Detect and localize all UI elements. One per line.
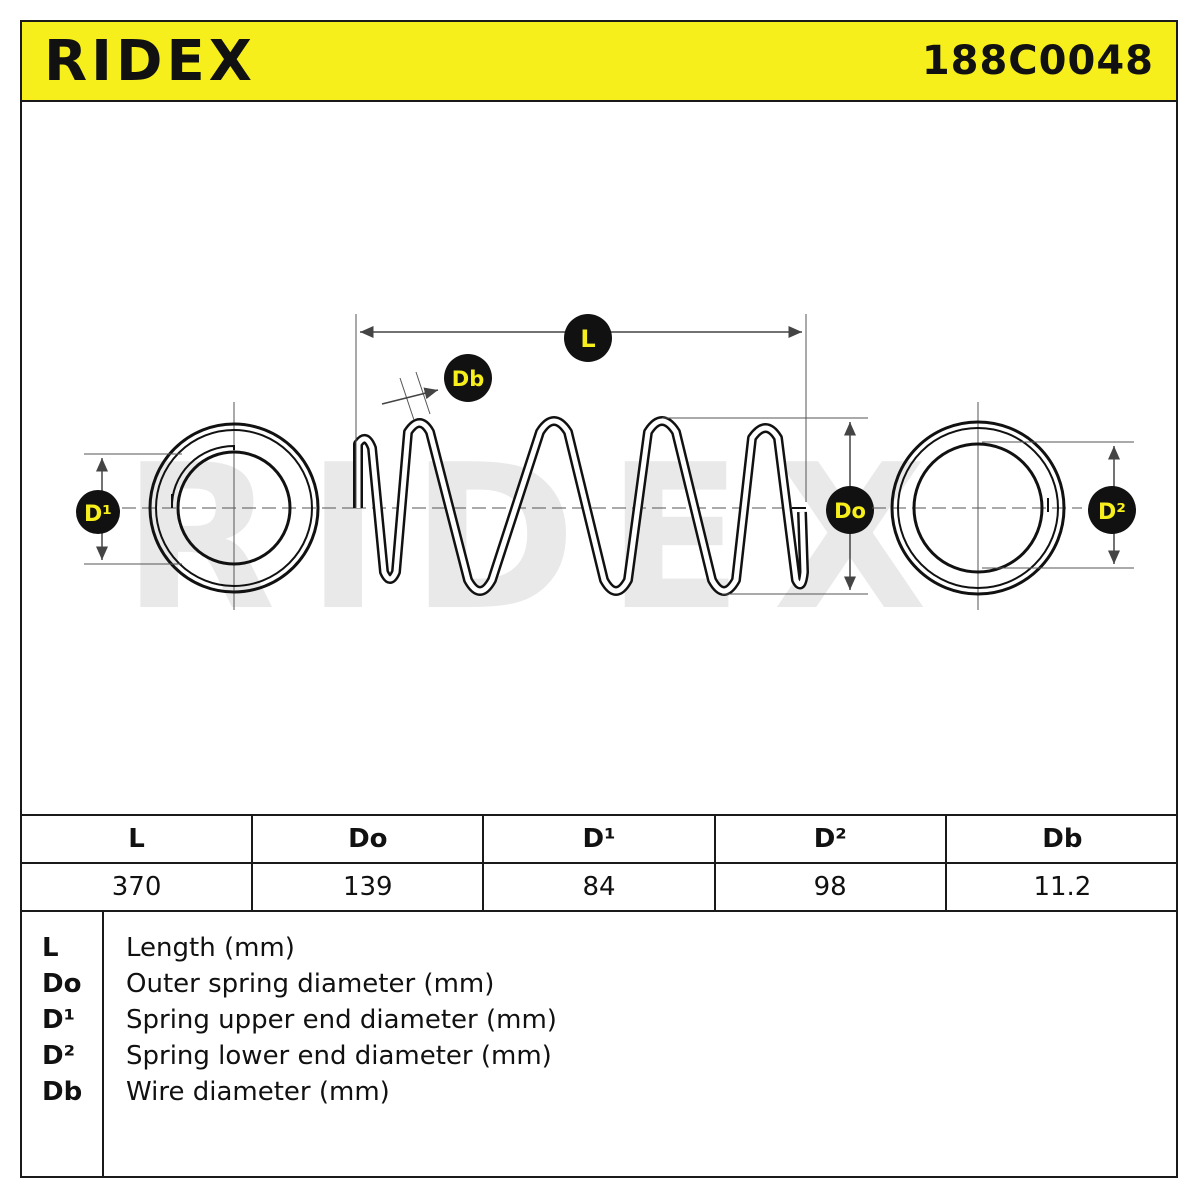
- spec-table: L Do D¹ D² Db 370 139 84 98 11.2: [22, 814, 1178, 912]
- upper-end-view: [102, 402, 362, 610]
- spec-value-length: 370: [22, 864, 254, 910]
- brand-logo: RIDEX: [44, 29, 256, 94]
- legend-row: D¹ Spring upper end diameter (mm): [22, 1002, 1178, 1038]
- length-badge: L: [564, 314, 612, 362]
- legend-symbol: Do: [42, 969, 82, 999]
- lower-end-view: [872, 402, 1082, 610]
- legend-row: Db Wire diameter (mm): [22, 1074, 1178, 1110]
- upper-diameter-badge: D¹: [76, 490, 120, 534]
- legend-divider: [102, 912, 104, 1178]
- legend-text: Length (mm): [126, 933, 295, 963]
- svg-text:Do: Do: [834, 499, 866, 523]
- spec-header-wire: Db: [946, 816, 1178, 864]
- spec-value-lower: 98: [716, 864, 947, 910]
- svg-text:D²: D²: [1098, 500, 1126, 525]
- svg-text:Db: Db: [452, 367, 484, 391]
- part-number: 188C0048: [921, 38, 1154, 84]
- legend-text: Wire diameter (mm): [126, 1077, 390, 1107]
- legend-row: Do Outer spring diameter (mm): [22, 966, 1178, 1002]
- legend: L Length (mm) Do Outer spring diameter (…: [22, 912, 1178, 1178]
- spec-value-outer: 139: [253, 864, 485, 910]
- spec-header-lower: D²: [715, 816, 947, 864]
- wire-diameter-badge: Db: [444, 354, 492, 402]
- legend-text: Outer spring diameter (mm): [126, 969, 495, 999]
- spec-value-upper: 84: [484, 864, 716, 910]
- header-bar: RIDEX 188C0048: [22, 22, 1176, 102]
- svg-text:D¹: D¹: [84, 502, 112, 527]
- spring-drawing: RIDEX D¹: [76, 314, 1136, 655]
- legend-text: Spring lower end diameter (mm): [126, 1041, 552, 1071]
- spec-header-upper: D¹: [484, 816, 716, 864]
- legend-symbol: Db: [42, 1077, 83, 1107]
- spec-header-length: L: [22, 816, 254, 864]
- legend-symbol: D²: [42, 1041, 75, 1071]
- spec-header-outer: Do: [253, 816, 485, 864]
- product-sheet: RIDEX 188C0048 RIDEX D¹: [20, 20, 1178, 1178]
- spring-side-view: [352, 416, 812, 596]
- legend-text: Spring upper end diameter (mm): [126, 1005, 557, 1035]
- lower-diameter-badge: D²: [1088, 486, 1136, 534]
- svg-text:L: L: [580, 325, 595, 353]
- legend-row: D² Spring lower end diameter (mm): [22, 1038, 1178, 1074]
- outer-diameter-badge: Do: [826, 486, 874, 534]
- watermark-logo: RIDEX: [122, 422, 957, 655]
- spec-value-wire: 11.2: [1033, 872, 1092, 902]
- legend-row: L Length (mm): [22, 930, 1178, 966]
- legend-symbol: D¹: [42, 1005, 75, 1035]
- legend-symbol: L: [42, 933, 59, 963]
